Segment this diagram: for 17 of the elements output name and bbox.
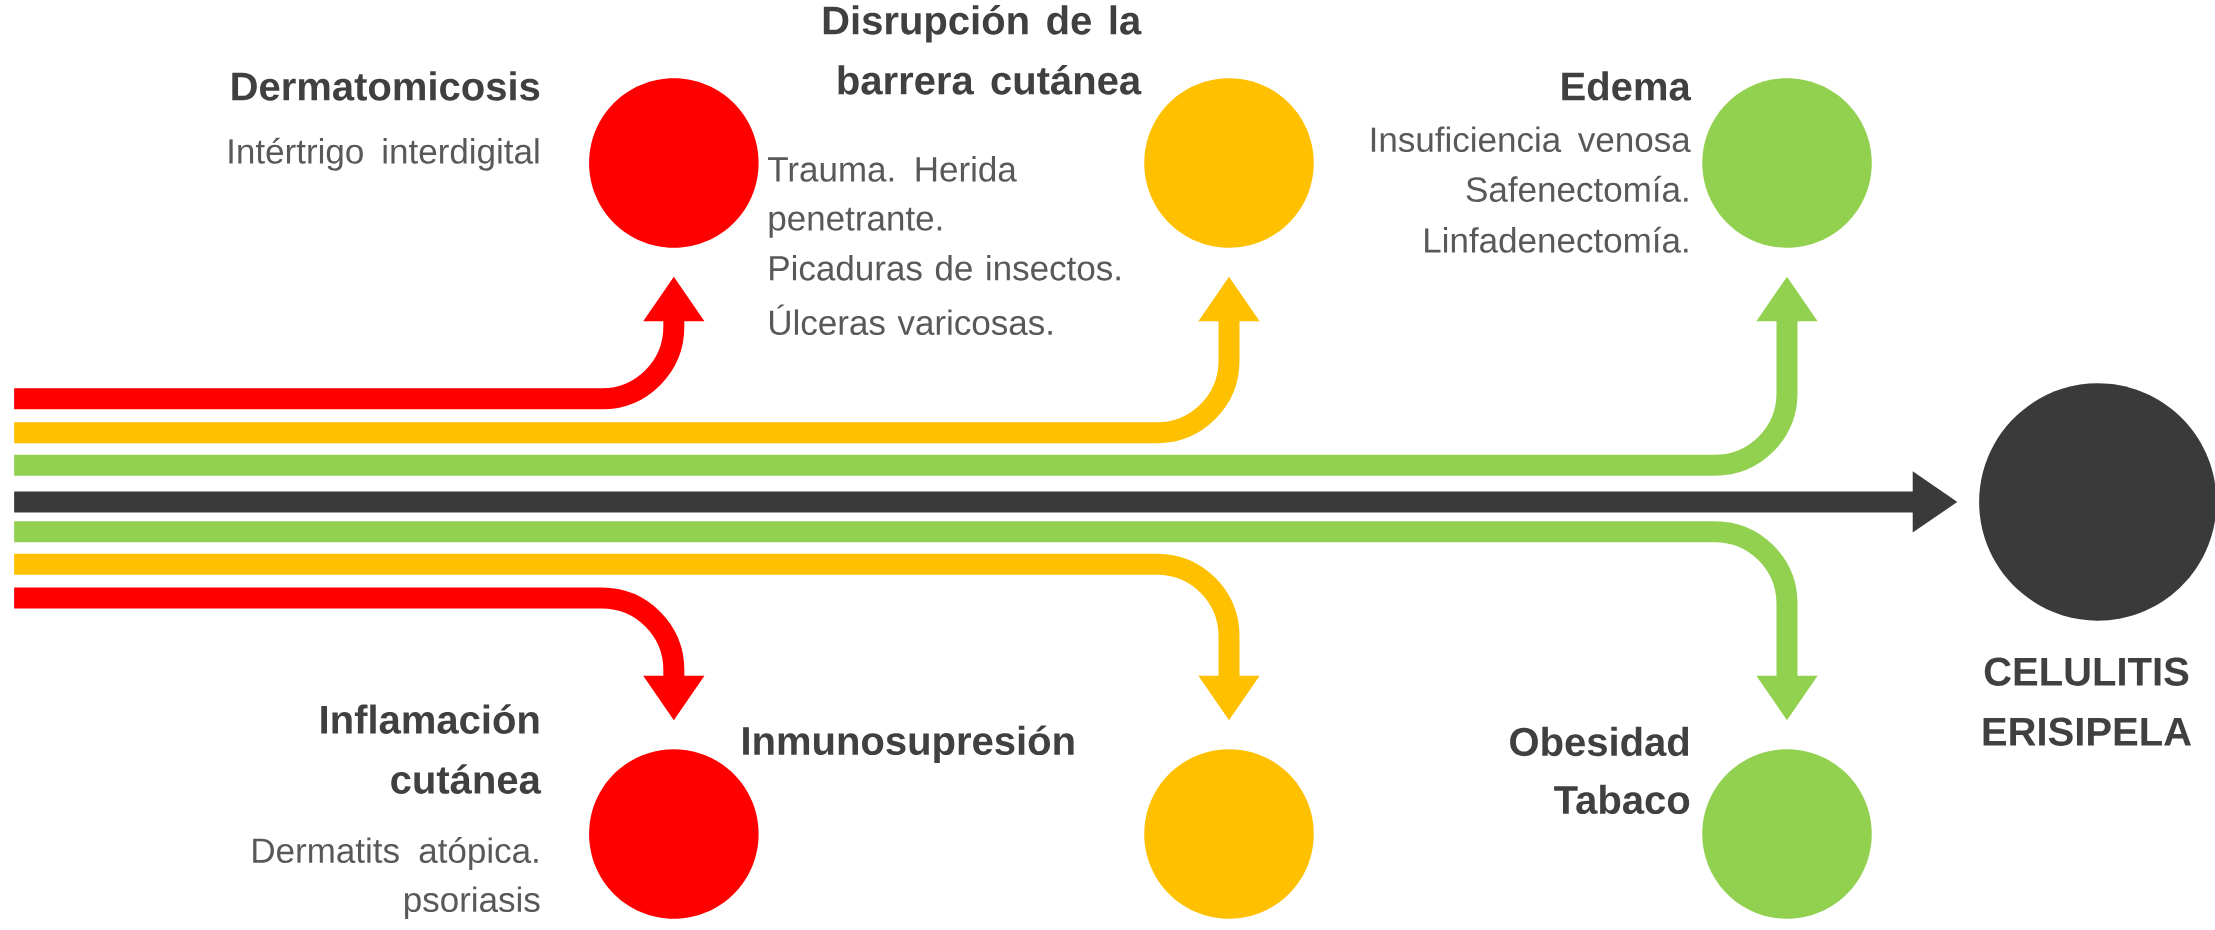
description-text: Linfadenectomía. (1425, 226, 1688, 253)
circle-marker (1144, 749, 1314, 919)
description-text: Dermatits atópica. (253, 836, 538, 870)
heading-text: Inflamación cutánea (321, 704, 542, 794)
heading-text: Edema (1562, 71, 1691, 101)
heading-text: Dermatomicosis (232, 71, 540, 101)
heading-text: CELULITIS ERISIPELA (1983, 657, 2191, 746)
description-text: psoriasis (405, 886, 540, 920)
description-text: Picaduras de insectos. (770, 254, 1120, 281)
description-text: Safenectomía. (1466, 175, 1688, 202)
heading-text: Obesidad (1510, 726, 1689, 757)
description-text: Intértrigo interdigital (229, 137, 539, 171)
heading-text: Inmunosupresión (743, 725, 1074, 763)
description-text: Úlceras varicosas. (769, 304, 1052, 336)
heading-text: Disrupción de la barrera cutánea (823, 4, 1142, 95)
description-text: Insuficiencia venosa (1371, 126, 1691, 153)
heading-text: Tabaco (1554, 784, 1690, 815)
